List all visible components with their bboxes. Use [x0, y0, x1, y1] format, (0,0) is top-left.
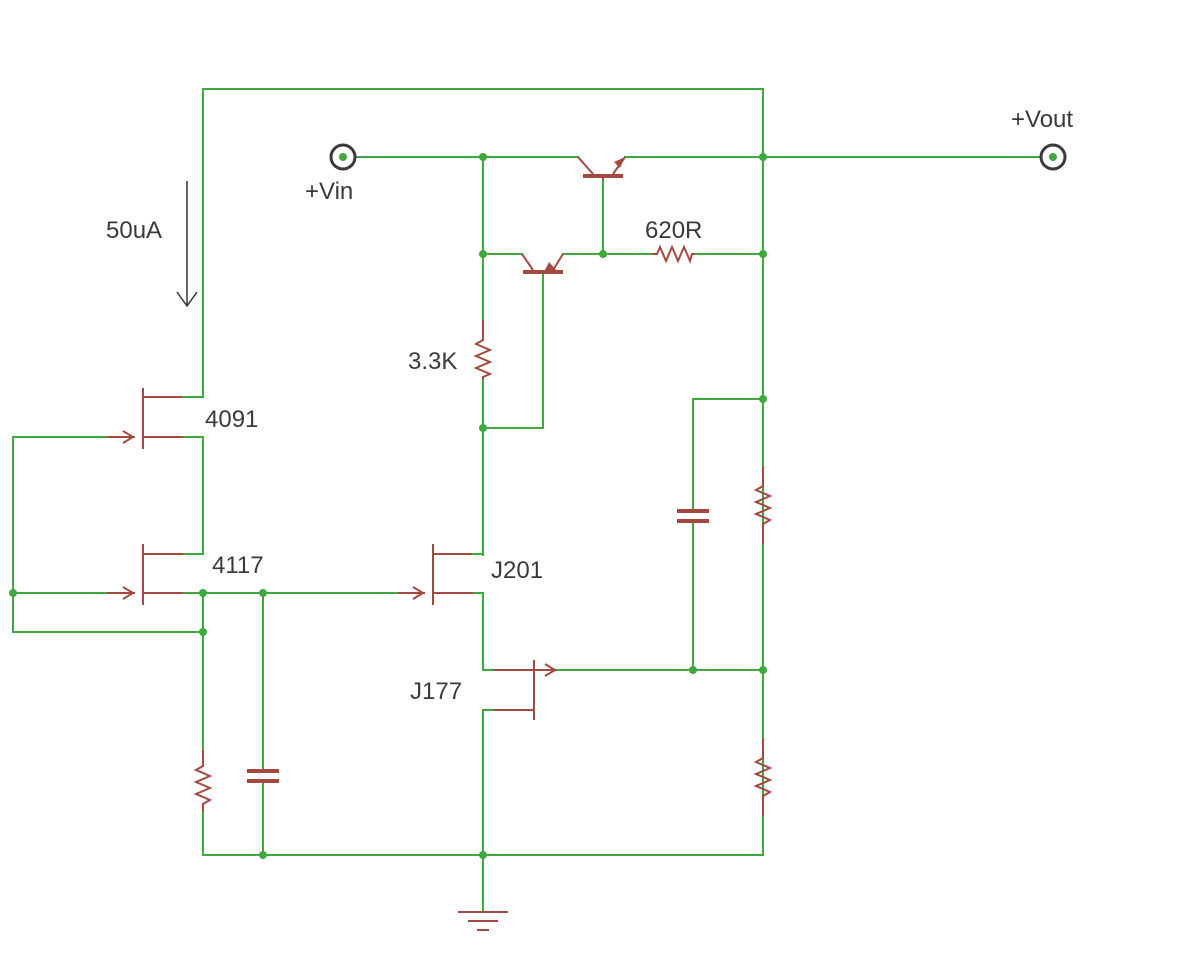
jfet-4117-label: 4117	[212, 552, 264, 579]
junction-dot	[689, 666, 697, 674]
junction-dot	[759, 395, 767, 403]
vin-terminal	[329, 143, 357, 171]
junction-dot	[479, 153, 487, 161]
jfet-4091-label: 4091	[205, 406, 258, 433]
transistor-q2	[521, 253, 564, 274]
capacitor-right	[677, 509, 709, 523]
transistor-q1	[577, 156, 626, 180]
wire-j177-ground	[482, 709, 535, 913]
resistor-right-lower	[753, 738, 773, 816]
jfet-j201	[398, 544, 484, 605]
wire-q2-base	[482, 272, 544, 429]
jfet-4117	[107, 544, 183, 605]
resistor-right-upper	[753, 466, 773, 544]
vout-label: +Vout	[1011, 106, 1073, 133]
junction-dot	[759, 250, 767, 258]
junctions	[9, 153, 767, 859]
current-arrow	[176, 181, 198, 308]
resistor-left-lower	[193, 750, 213, 812]
wire-j201-j177	[442, 592, 535, 671]
resistor-620r-label: 620R	[645, 217, 702, 244]
junction-dot	[599, 250, 607, 258]
wire-left-loop	[12, 436, 204, 633]
jfet-j177-label: J177	[410, 678, 462, 705]
wire-4091-4117	[142, 436, 204, 555]
junction-dot	[479, 851, 487, 859]
wire-bottom-rail	[202, 811, 764, 856]
current-label: 50uA	[106, 217, 162, 244]
resistor-620r	[652, 244, 695, 264]
resistor-3k3	[473, 320, 493, 380]
junction-dot	[199, 589, 207, 597]
jfet-j177	[494, 660, 557, 720]
junction-dot	[9, 589, 17, 597]
jfet-4091	[107, 388, 204, 449]
junction-dot	[759, 153, 767, 161]
vout-terminal	[1039, 143, 1067, 171]
junction-dot	[259, 589, 267, 597]
wires	[12, 88, 1054, 913]
wire-cap2-top	[692, 398, 764, 511]
junction-dot	[259, 851, 267, 859]
resistor-3k3-label: 3.3K	[408, 348, 457, 375]
junction-dot	[199, 628, 207, 636]
junction-dot	[479, 424, 487, 432]
capacitor-left	[247, 769, 279, 783]
jfet-j201-label: J201	[491, 557, 543, 584]
vin-label: +Vin	[305, 178, 353, 205]
ground-symbol	[458, 911, 508, 931]
junction-dot	[759, 666, 767, 674]
junction-dot	[479, 250, 487, 258]
